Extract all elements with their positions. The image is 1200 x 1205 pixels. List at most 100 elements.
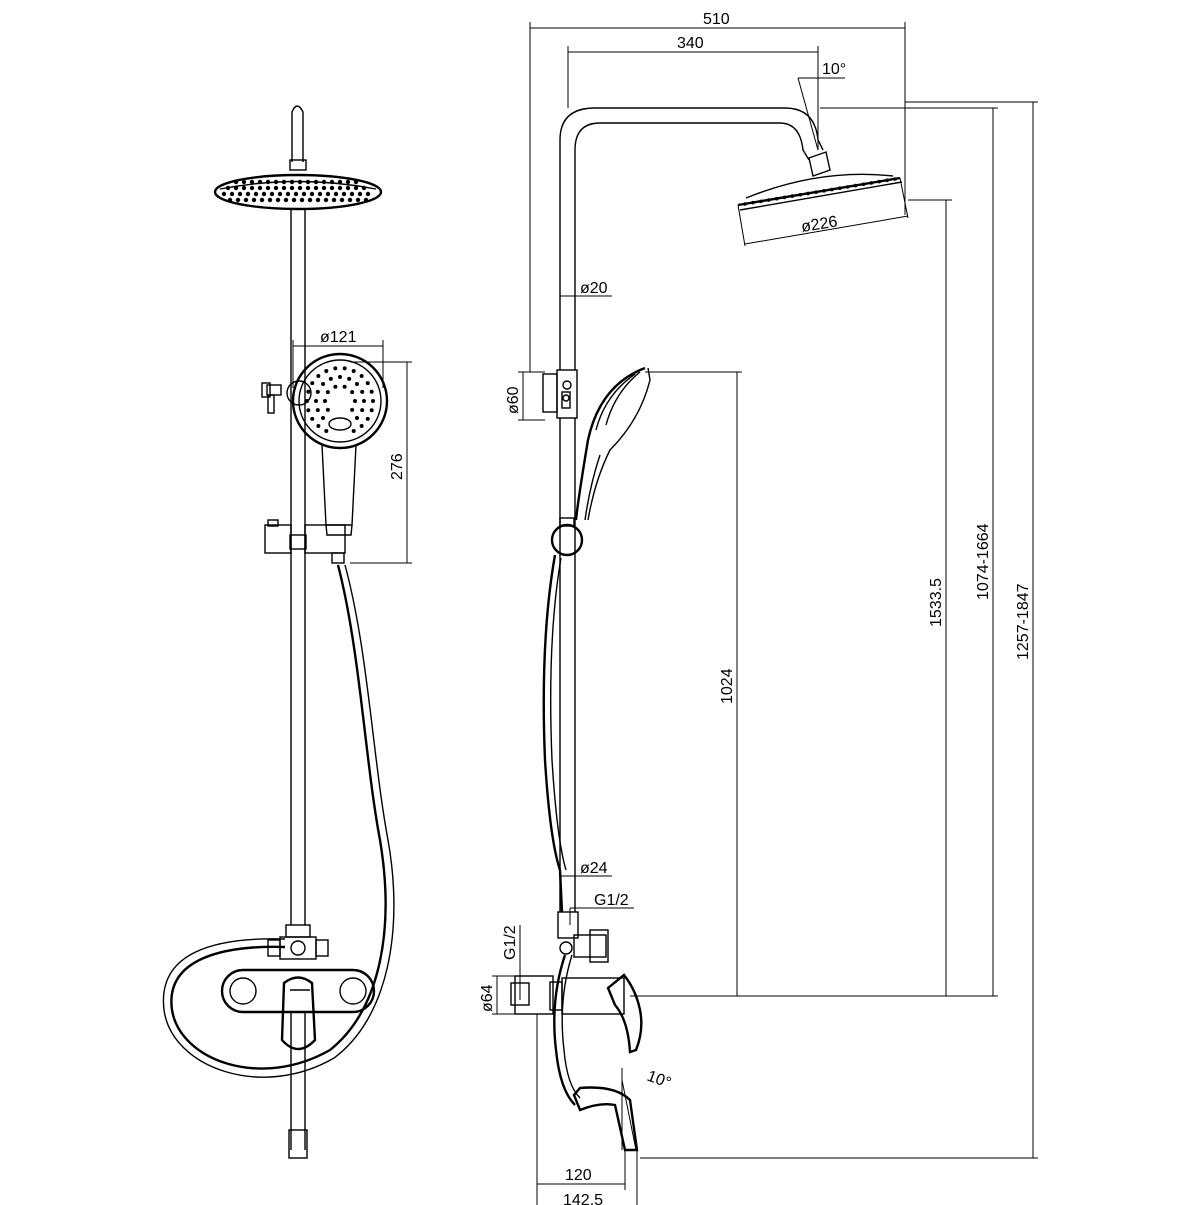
nozzle-dot (342, 384, 347, 389)
nozzle-dot (306, 389, 311, 394)
nozzle-dot (359, 374, 364, 379)
nozzle-dot (362, 399, 366, 403)
nozzle-dot (774, 196, 779, 201)
dim-mixer-diameter-label: ø64 (479, 984, 496, 1012)
nozzle-dot (837, 186, 842, 191)
nozzle-dot (360, 389, 365, 394)
side-lower-hose-outer (553, 954, 576, 1106)
dim-width-overall-label: 510 (703, 11, 730, 28)
nozzle-dot (313, 185, 319, 191)
nozzle-dot (321, 185, 327, 191)
nozzle-dot (751, 200, 755, 205)
dim-head-diameter-label: ø226 (800, 213, 839, 236)
nozzle-dot (324, 429, 329, 434)
dim-arm-reach-label: 340 (677, 35, 704, 52)
front-spout-end (288, 1129, 308, 1159)
nozzle-dot (261, 191, 267, 197)
nozzle-dot (369, 389, 374, 394)
dim-lower-pipe-diameter-label: ø24 (580, 860, 608, 877)
nozzle-dot (225, 185, 231, 191)
front-hose-nut (331, 552, 345, 564)
dim-lower-pipe-diameter: ø24 (560, 860, 612, 877)
side-spout (572, 1086, 639, 1152)
nozzle-dot (329, 179, 335, 185)
nozzle-dot (323, 399, 327, 403)
dim-width-overall: 510 (529, 11, 906, 372)
front-diverter (267, 924, 329, 960)
nozzle-dot (321, 382, 326, 387)
dim-handset-diameter: ø121 (292, 329, 384, 388)
front-riser-cap (291, 105, 304, 162)
nozzle-dot (339, 197, 345, 203)
nozzle-dot (325, 407, 330, 412)
nozzle-dot (310, 381, 315, 386)
nozzle-dot (324, 368, 329, 373)
nozzle-dot (316, 374, 321, 379)
dim-head-diameter: ø226 (737, 177, 909, 247)
nozzle-dot (329, 185, 335, 191)
nozzle-dot (357, 191, 363, 197)
nozzle-dot (233, 185, 239, 191)
front-mixer (220, 968, 376, 1051)
nozzle-dot (281, 185, 287, 191)
dim-slide-range-label: 1074-1664 (975, 523, 992, 600)
nozzle-dot (314, 399, 318, 403)
nozzle-dot (359, 423, 364, 428)
nozzle-dot (869, 181, 874, 185)
nozzle-dot (221, 191, 227, 197)
front-hand-shower (291, 352, 389, 536)
nozzle-dot (845, 185, 850, 189)
nozzle-dot (369, 408, 374, 413)
nozzle-dot (257, 179, 263, 185)
nozzle-dot (321, 179, 327, 185)
dim-head-height: 1533.5 (742, 199, 952, 997)
dim-head-tilt-label: 10° (822, 61, 846, 78)
nozzle-dot (289, 179, 295, 185)
nozzle-dot (291, 197, 297, 203)
nozzle-dot (267, 197, 273, 203)
nozzle-dot (743, 202, 747, 206)
side-slider-cap (559, 517, 575, 527)
nozzle-dot (877, 179, 882, 184)
dim-mixer-diameter: ø64 (479, 975, 515, 1015)
nozzle-dot (806, 191, 810, 196)
front-hose-inner (162, 564, 395, 1078)
nozzle-dot (345, 179, 351, 185)
nozzle-dot (354, 382, 359, 387)
nozzle-dot (297, 185, 303, 191)
nozzle-dot (233, 179, 239, 185)
nozzle-dot (305, 399, 309, 403)
nozzle-dot (758, 199, 763, 204)
front-view: ø121 276 (162, 105, 412, 1159)
nozzle-dot (354, 415, 359, 420)
nozzle-dot (297, 179, 303, 185)
dim-bracket-diameter-label: ø60 (505, 386, 522, 414)
nozzle-dot (333, 384, 338, 389)
nozzle-dot (345, 185, 351, 191)
front-hose-outer (170, 564, 387, 1070)
dim-head-height-label: 1533.5 (928, 578, 945, 627)
side-lower-hose-inner (561, 954, 581, 1099)
nozzle-dot (316, 423, 321, 428)
nozzle-dot (289, 185, 295, 191)
nozzle-dot (325, 390, 330, 395)
nozzle-dot (281, 179, 287, 185)
nozzle-dot (331, 197, 337, 203)
nozzle-dot (277, 191, 283, 197)
nozzle-dot (349, 191, 355, 197)
nozzle-dot (305, 185, 311, 191)
nozzle-dot (885, 178, 889, 183)
nozzle-dot (351, 429, 356, 434)
nozzle-dot (353, 185, 359, 191)
nozzle-dot (853, 183, 858, 188)
nozzle-dot (365, 191, 371, 197)
nozzle-dot (283, 197, 289, 203)
dim-spout-reach-label: 120 (565, 1167, 592, 1184)
nozzle-dot (798, 192, 803, 197)
nozzle-dot (347, 376, 352, 381)
nozzle-dot (259, 197, 265, 203)
nozzle-dot (315, 389, 320, 394)
nozzle-dot (245, 191, 251, 197)
nozzle-dot (814, 190, 818, 194)
side-top-bracket (542, 369, 578, 419)
